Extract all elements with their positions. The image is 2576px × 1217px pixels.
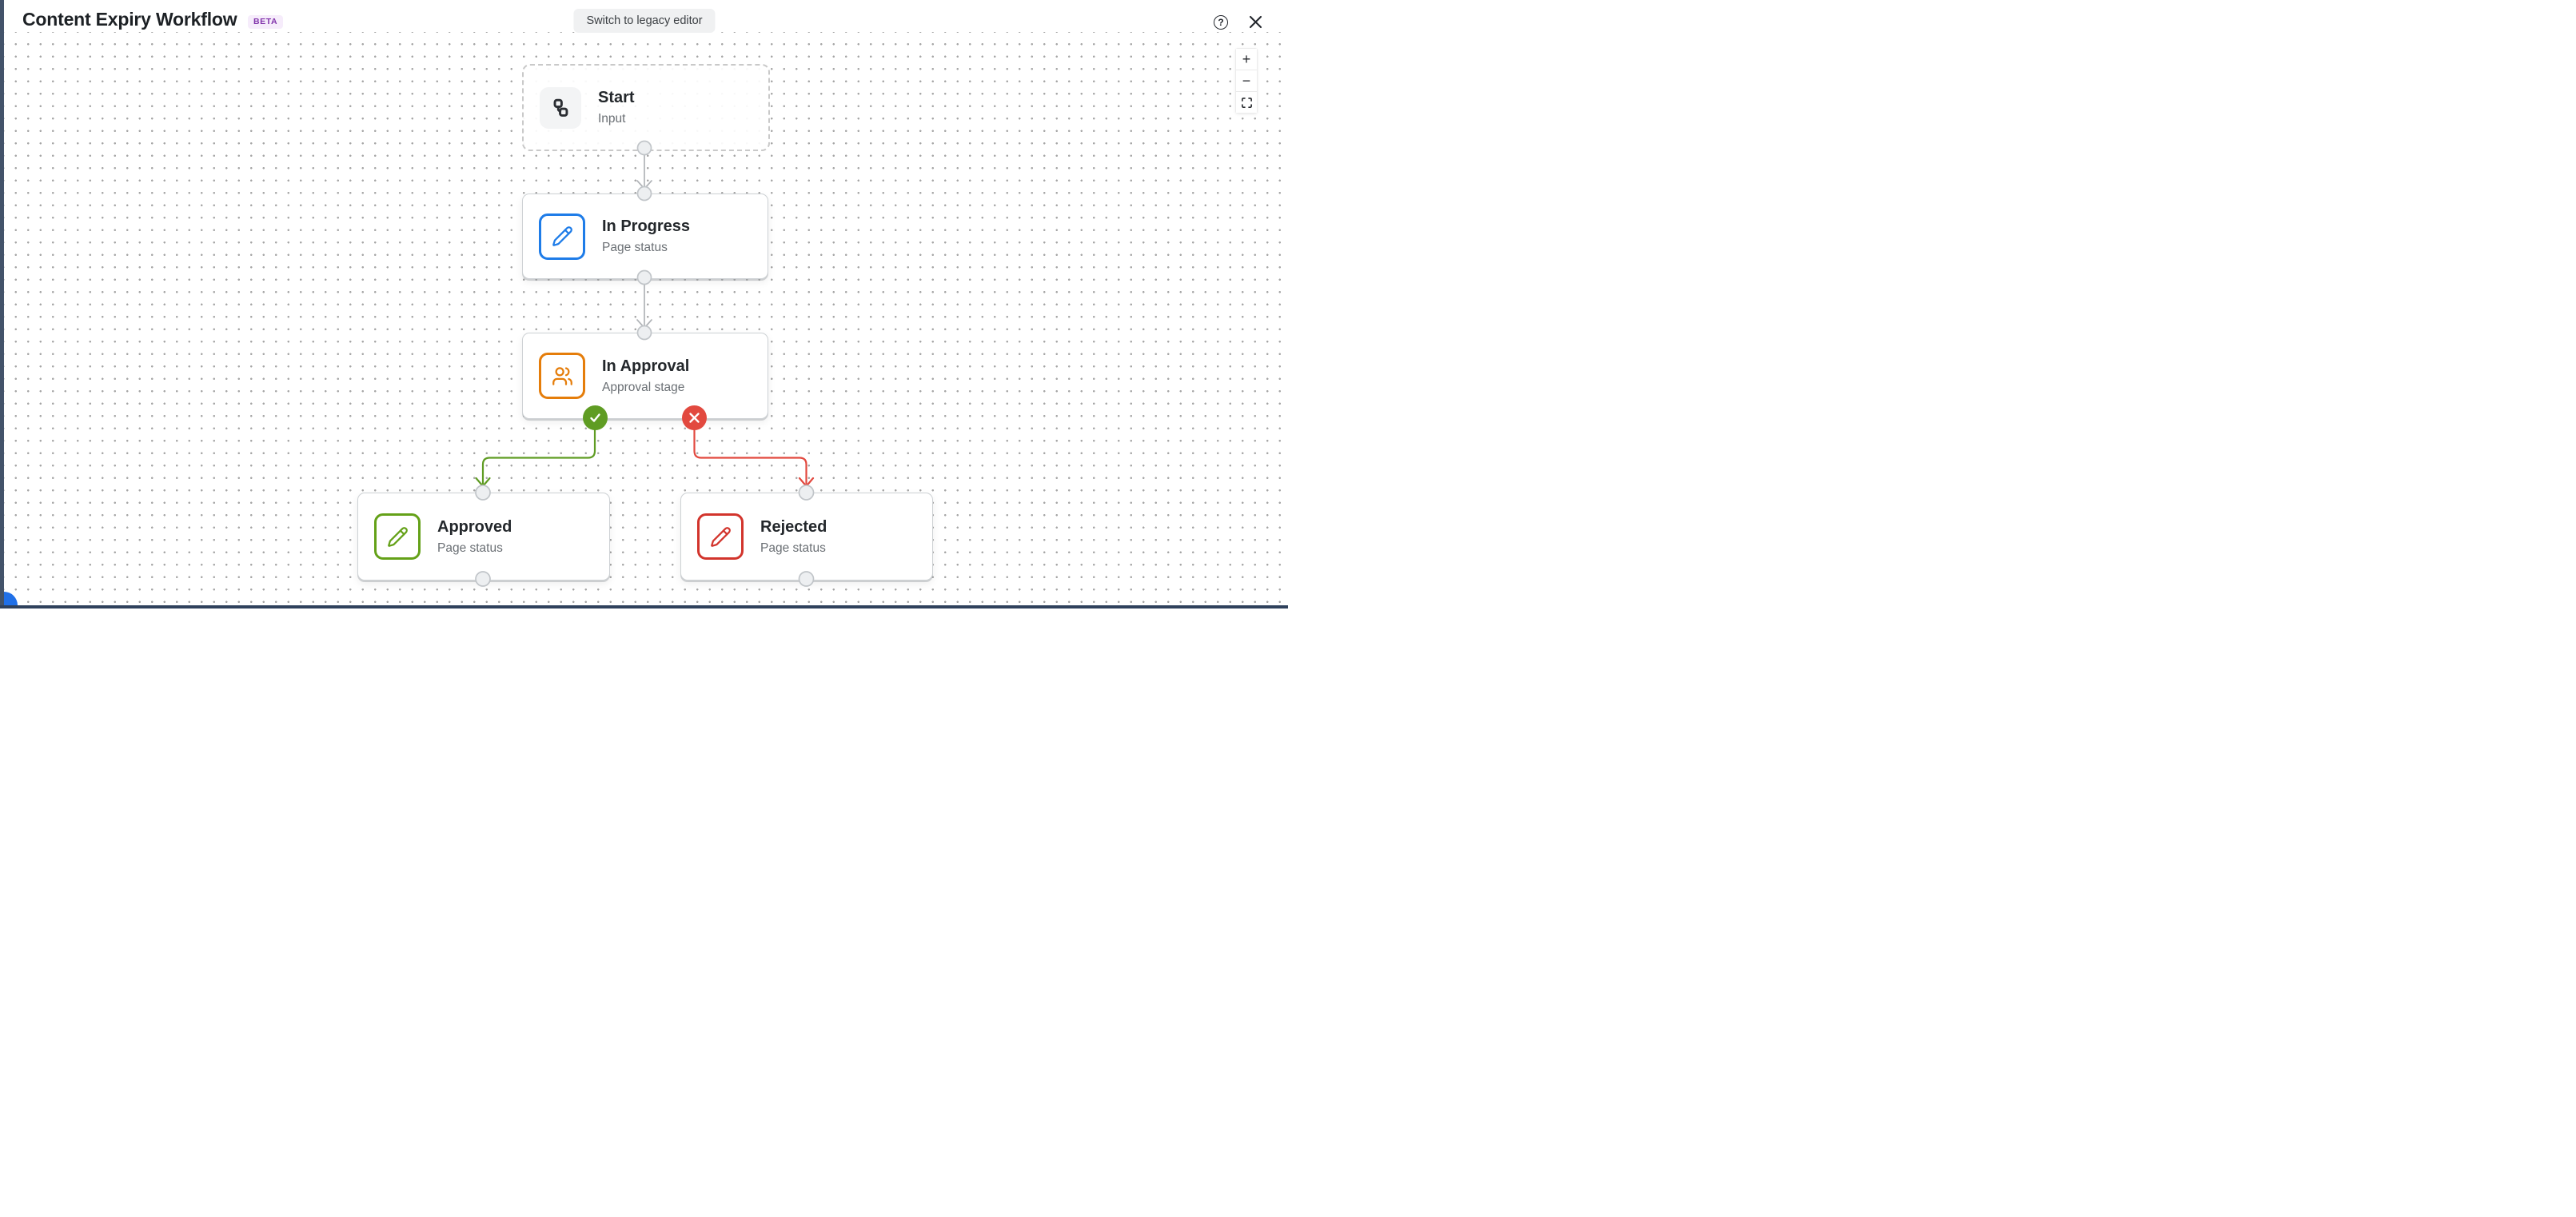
node-rejected[interactable]: Rejected Page status [680,493,933,581]
x-icon [689,412,700,423]
zoom-out-icon[interactable]: − [1236,70,1257,92]
close-icon[interactable] [1249,15,1262,29]
approve-branch-badge[interactable] [582,405,608,430]
check-icon [589,413,600,422]
node-title: Approved [437,517,512,536]
help-icon[interactable]: ? [1214,15,1228,30]
zoom-controls: + − [1236,49,1257,113]
node-subtitle: Page status [437,541,503,555]
fit-view-icon[interactable] [1236,92,1257,113]
bottom-edge-bar [0,605,1288,608]
node-approved[interactable]: Approved Page status [357,493,610,581]
node-title: In Progress [602,217,691,236]
node-subtitle: Page status [760,541,826,555]
node-subtitle: Page status [602,241,668,255]
node-subtitle: Approval stage [602,380,685,394]
node-title: Rejected [760,517,827,536]
workflow-icon [540,86,581,129]
left-edge-bar [0,0,4,608]
reject-branch-badge[interactable] [682,405,707,430]
node-in-progress[interactable]: In Progress Page status [522,194,768,279]
switch-to-legacy-editor-button[interactable]: Switch to legacy editor [573,9,716,33]
page-title: Content Expiry Workflow [22,9,237,30]
pencil-icon [374,513,421,560]
pencil-icon [539,213,585,260]
zoom-in-icon[interactable]: + [1236,49,1257,70]
node-in-approval[interactable]: In Approval Approval stage [522,333,768,419]
users-icon [539,353,585,399]
node-title: Start [598,89,635,107]
node-title: In Approval [602,357,690,375]
beta-badge: BETA [248,15,284,29]
node-subtitle: Input [598,112,626,126]
node-start[interactable]: Start Input [522,64,770,151]
pencil-icon [697,513,744,560]
